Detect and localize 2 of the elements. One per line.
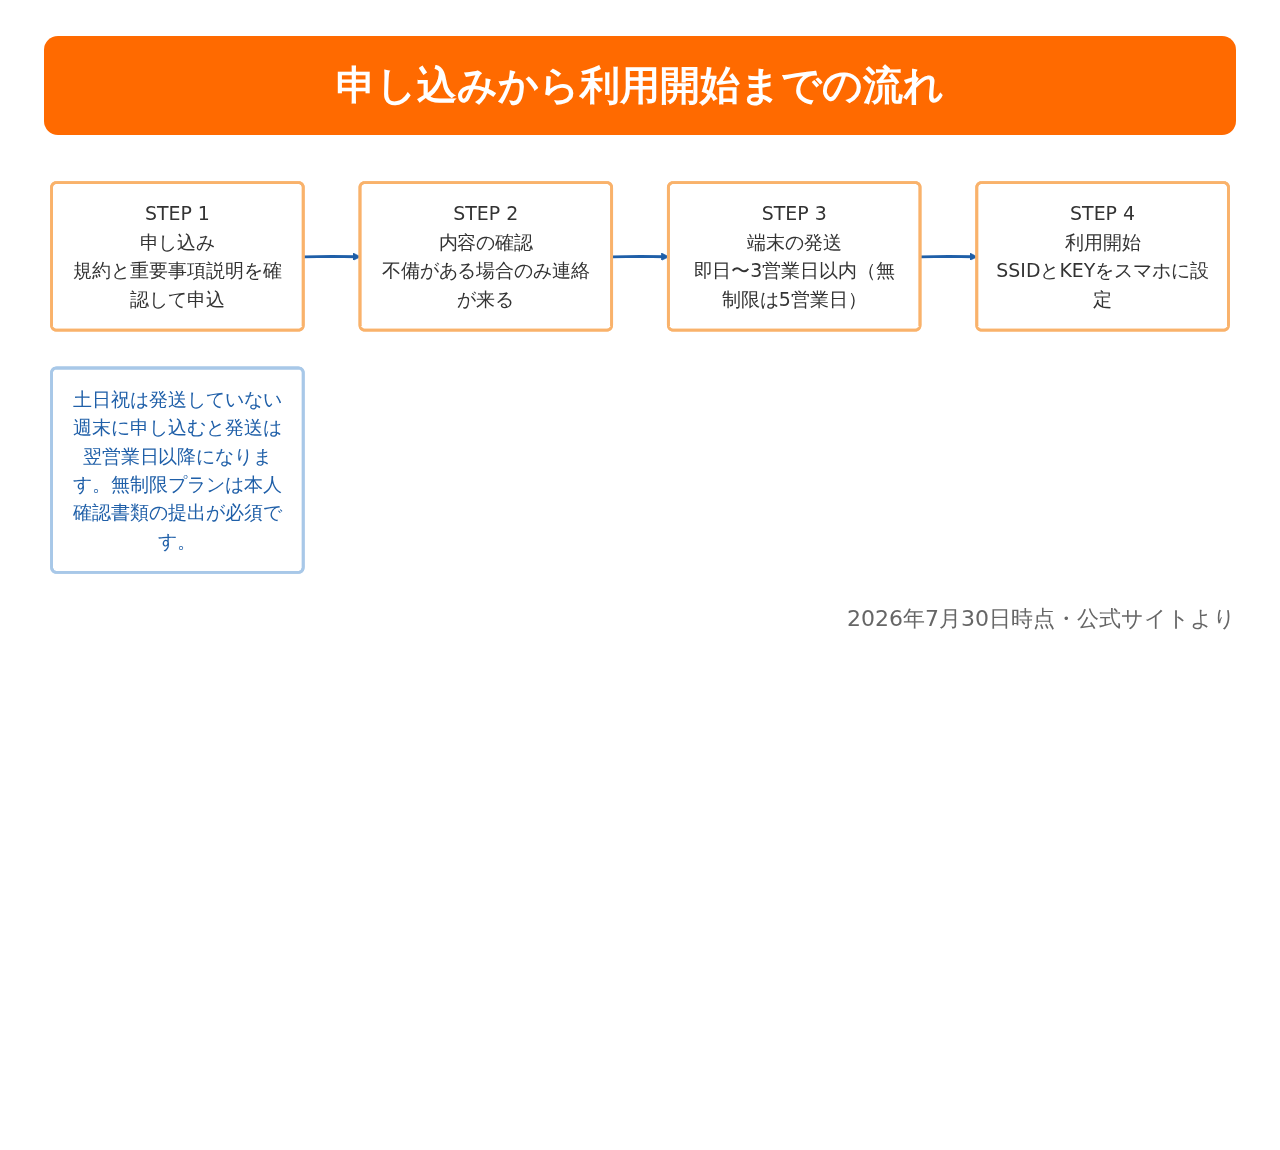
caption: 2026年7月30日時点・公式サイトより [846, 604, 1236, 633]
title-banner: 申し込みから利用開始までの流れ [44, 36, 1236, 135]
